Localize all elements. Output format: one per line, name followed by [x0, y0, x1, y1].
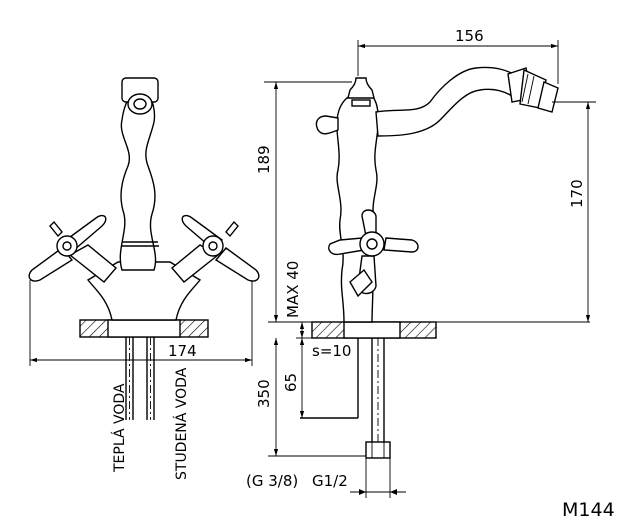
side-finial: [347, 77, 375, 99]
side-spout-nozzle: [507, 67, 559, 113]
dim-wall-text: s=10: [312, 342, 351, 360]
model-code: M144: [562, 499, 615, 521]
front-body-base: [86, 261, 202, 321]
side-rear-knob: [315, 115, 339, 135]
dim-156-text: 156: [455, 27, 484, 45]
side-supply-hose: [365, 338, 391, 459]
front-supply-hoses: [125, 337, 155, 420]
hot-water-label: TEPLÁ VODA: [111, 383, 128, 473]
front-left-arm: [68, 244, 117, 283]
dim-max40-text: MAX 40: [284, 261, 302, 318]
dim-65-text: 65: [282, 373, 300, 392]
front-deck-hole: [107, 319, 181, 338]
inlet-thread-text: (G 3/8): [246, 472, 298, 490]
side-deck-hole: [343, 321, 401, 339]
front-spout-outlet: [127, 93, 153, 115]
dim-170-text: 170: [568, 179, 586, 208]
side-view: 156 189 170 MAX 40 s=10 350 65 G1/2 (G 3…: [246, 27, 596, 498]
front-left-cross-handle: [28, 214, 107, 282]
dim-189-text: 189: [255, 145, 273, 174]
dim-g12-text: G1/2: [312, 472, 348, 490]
side-lever-stub: [349, 268, 373, 298]
side-spout: [375, 66, 517, 137]
front-spout-column: [119, 91, 157, 271]
side-tail: [300, 338, 359, 419]
front-spout-outlet-inner: [133, 98, 147, 110]
front-right-cross-handle: [181, 214, 260, 282]
dim-350-text: 350: [255, 379, 273, 408]
front-view: 174 TEPLÁ VODA STUDENÁ VODA: [28, 77, 260, 480]
side-finial-collar: [351, 99, 371, 107]
dim-174-text: 174: [168, 342, 197, 360]
cold-water-label: STUDENÁ VODA: [173, 367, 190, 480]
